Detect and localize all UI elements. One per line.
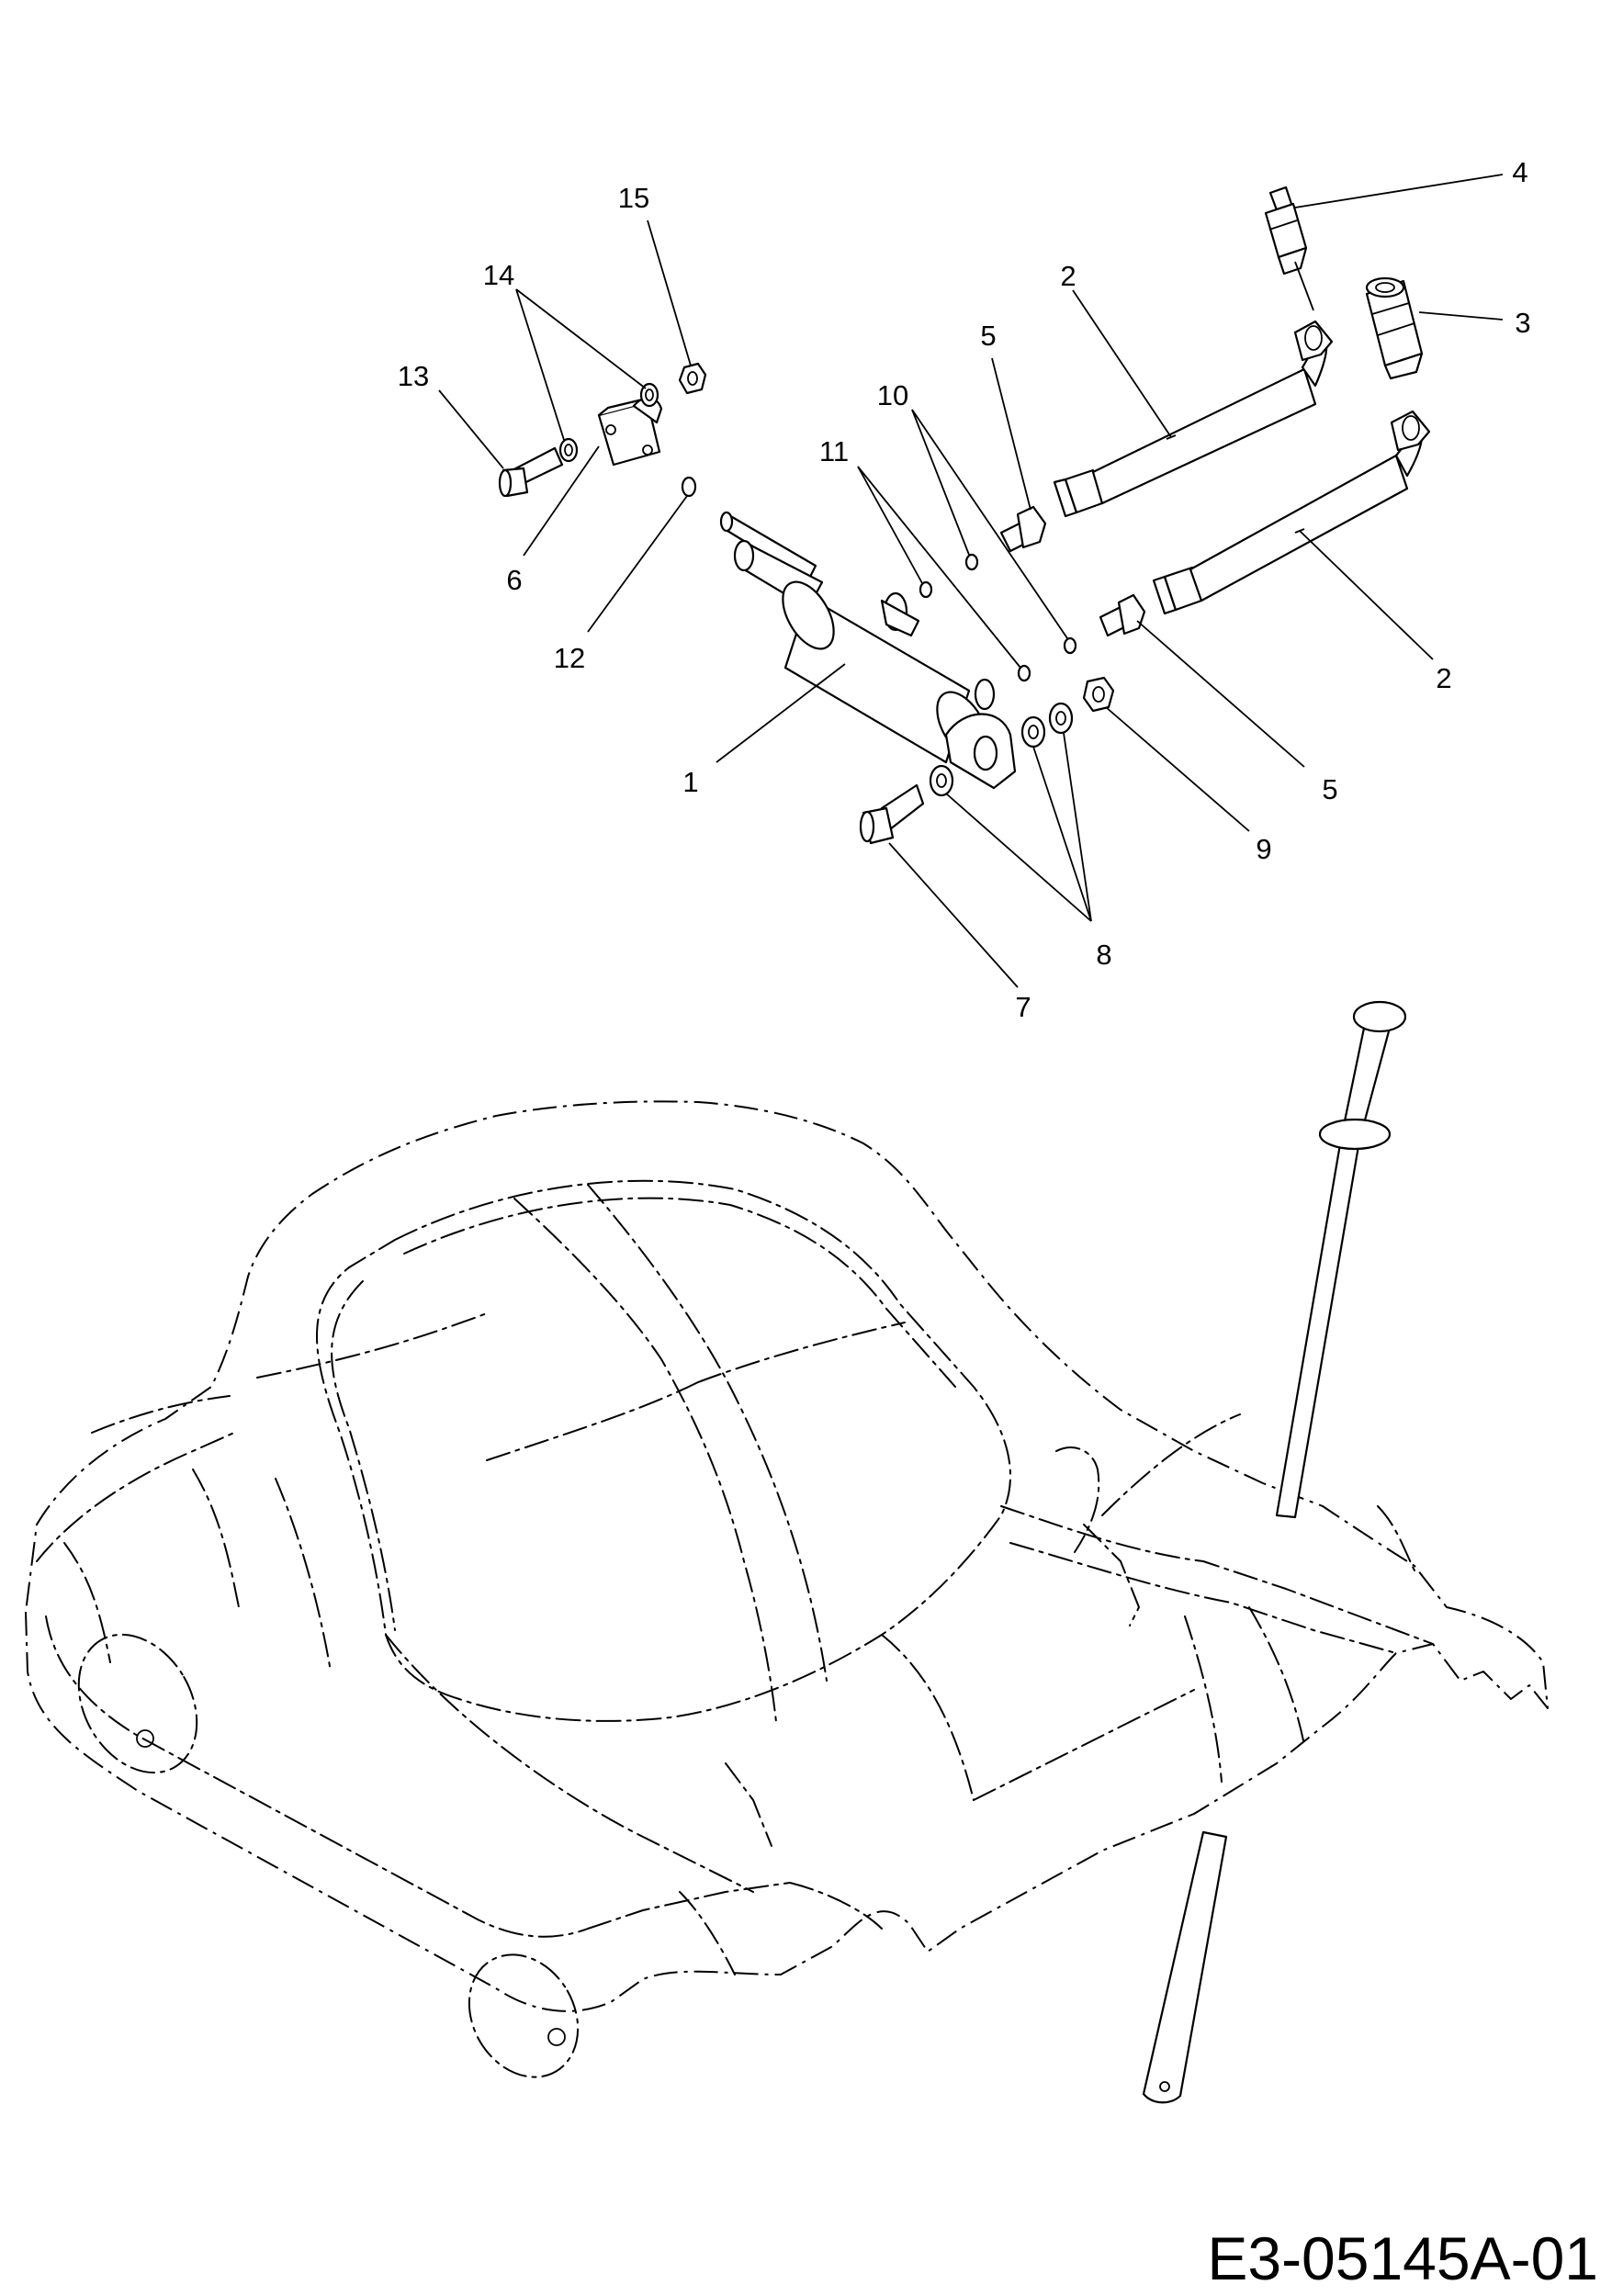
callout-1: 1	[682, 766, 698, 798]
bolt-icon	[859, 783, 925, 845]
o-ring-icon	[964, 553, 979, 571]
quick-coupler-icon	[1365, 276, 1424, 380]
fitting-icon	[1099, 593, 1146, 637]
callout-12: 12	[554, 642, 585, 674]
callout-6: 6	[506, 564, 522, 596]
nut-icon	[678, 362, 707, 395]
nut-icon	[1082, 676, 1115, 713]
quick-coupler-male-icon	[1264, 186, 1308, 276]
snap-ring-icon	[681, 476, 697, 498]
callout-14: 14	[483, 259, 514, 291]
hydraulic-hose-lower-icon	[1152, 410, 1431, 615]
callout-10: 10	[877, 379, 908, 411]
clevis-icon	[597, 395, 663, 467]
hydraulic-hose-upper-icon	[1053, 320, 1334, 518]
bolt-icon	[498, 446, 564, 498]
callout-2-lower: 2	[1436, 662, 1451, 694]
callout-15: 15	[618, 182, 649, 214]
callout-8: 8	[1096, 939, 1111, 971]
washer-icon	[558, 437, 579, 463]
o-ring-icon	[1017, 664, 1031, 682]
callout-9: 9	[1256, 833, 1271, 865]
o-ring-icon	[919, 580, 933, 599]
callout-7: 7	[1015, 991, 1031, 1023]
fitting-icon	[999, 505, 1047, 553]
callout-5-lower: 5	[1322, 773, 1337, 805]
leader-lines	[438, 174, 1504, 988]
callout-13: 13	[398, 360, 429, 392]
steering-post-icon	[1142, 1000, 1407, 2104]
callout-3: 3	[1515, 307, 1530, 339]
callout-4: 4	[1512, 156, 1527, 188]
callout-11: 11	[819, 435, 849, 467]
washer-icon	[1048, 702, 1074, 735]
washer-icon	[929, 764, 954, 797]
document-id: E3-05145A-01	[1207, 2224, 1598, 2292]
callout-5-upper: 5	[980, 320, 996, 352]
callout-2-upper: 2	[1060, 260, 1076, 292]
hood-assembly-icon	[25, 1100, 1549, 2078]
washer-icon	[1020, 715, 1046, 748]
hydraulic-cylinder-icon	[782, 580, 1017, 790]
washer-icon	[639, 382, 659, 408]
o-ring-icon	[1063, 636, 1077, 655]
